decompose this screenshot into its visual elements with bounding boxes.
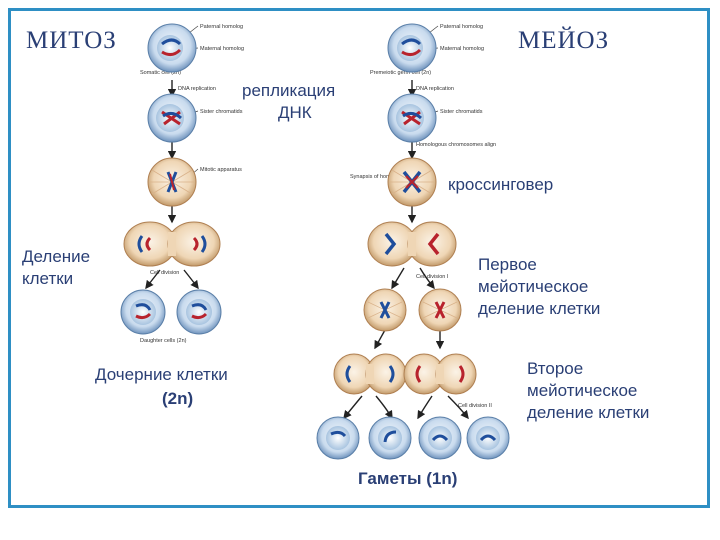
meiosis-premeiotic-cell <box>387 23 437 73</box>
page-bottom <box>0 508 720 540</box>
title-meiosis: МЕЙОЗ <box>518 26 609 54</box>
mitosis-somatic-cell <box>147 23 197 73</box>
meiosis-replicated-cell <box>387 93 437 143</box>
label-paternal-homolog-meiosis: Paternal homolog <box>440 24 483 30</box>
label-dna-replication-mitosis: DNA replication <box>178 86 216 92</box>
label-dna-replication-meiosis: DNA replication <box>416 86 454 92</box>
label-cell-division-1: Cell division I <box>416 274 449 280</box>
label-sister-chromatids-mitosis: Sister chromatids <box>200 109 243 115</box>
label-paternal-homolog-mitosis: Paternal homolog <box>200 24 243 30</box>
meiosis-arrows <box>343 80 469 420</box>
label-homologous-align: Homologous chromosomes align <box>416 142 496 148</box>
mitosis-metaphase-cell <box>147 157 197 207</box>
annotation-replication-1: репликация <box>242 81 335 100</box>
meiosis-first-division-cell <box>367 221 457 267</box>
slide-frame <box>8 8 710 508</box>
annotation-crossing-over: кроссинговер <box>448 175 553 194</box>
mitosis-daughter-cell-left <box>120 289 166 335</box>
annotation-first-2: мейотическое <box>478 277 588 296</box>
annotation-second-2: мейотическое <box>527 381 637 400</box>
mitosis-daughter-cell-right <box>176 289 222 335</box>
meiosis-synapsis-cell <box>387 157 437 207</box>
annotation-replication-2: ДНК <box>278 103 312 122</box>
annotation-first-3: деление клетки <box>478 299 600 318</box>
annotation-division-1: Деление <box>22 247 90 266</box>
title-mitosis: МИТОЗ <box>26 27 117 54</box>
mitosis-arrows <box>145 80 199 290</box>
gamete-4 <box>466 416 510 460</box>
annotation-gametes: Гаметы (1n) <box>358 469 457 488</box>
label-somatic-cell: Somatic cell (2n) <box>140 70 181 76</box>
label-daughter-cells: Daughter cells (2n) <box>140 338 187 344</box>
mitosis-replicated-cell <box>147 93 197 143</box>
label-maternal-homolog-meiosis: Maternal homolog <box>440 46 484 52</box>
meiosis-second-division-cell-left <box>333 353 407 395</box>
meiosis-intermediate-cell-left <box>363 288 407 332</box>
label-cell-division-mitosis: Cell division <box>150 270 179 276</box>
annotation-first-1: Первое <box>478 255 537 274</box>
mitosis-dividing-cell <box>123 221 221 267</box>
label-synapsis: Synapsis of homologs <box>350 174 404 180</box>
gamete-2 <box>368 416 412 460</box>
label-maternal-homolog-mitosis: Maternal homolog <box>200 46 244 52</box>
meiosis-second-division-cell-right <box>403 353 477 395</box>
label-mitotic-apparatus: Mitotic apparatus <box>200 167 242 173</box>
gamete-1 <box>316 416 360 460</box>
annotation-daughter-1: Дочерние клетки <box>95 365 228 384</box>
label-cell-division-2: Cell division II <box>458 403 492 409</box>
label-sister-chromatids-meiosis: Sister chromatids <box>440 109 483 115</box>
annotation-second-3: деление клетки <box>527 403 649 422</box>
annotation-daughter-2: (2n) <box>162 389 193 408</box>
annotation-division-2: клетки <box>22 269 73 288</box>
gamete-3 <box>418 416 462 460</box>
annotation-second-1: Второе <box>527 359 583 378</box>
meiosis-intermediate-cell-right <box>418 288 462 332</box>
label-premeiotic-cell: Premeiotic germ cell (2n) <box>370 70 431 76</box>
